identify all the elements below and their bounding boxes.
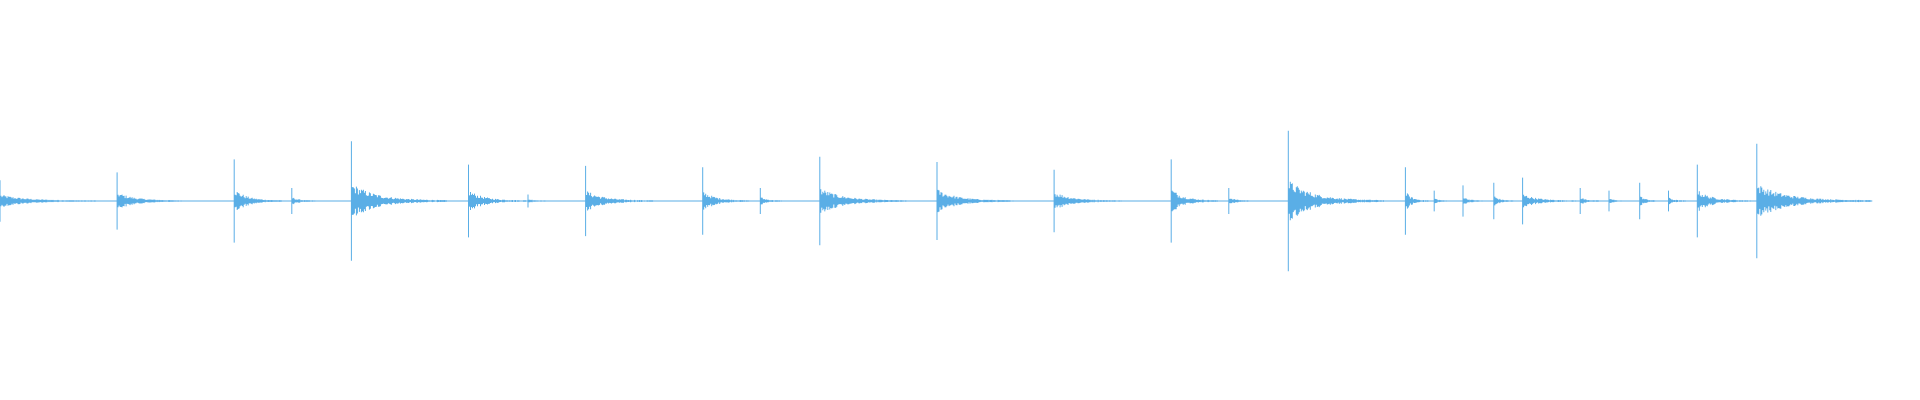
waveform-transient (350, 141, 447, 261)
waveform-transient (1228, 188, 1253, 214)
waveform-transient (1170, 159, 1219, 243)
waveform-transient (0, 180, 96, 222)
waveform-transient (1433, 190, 1448, 212)
waveform-transient (291, 188, 316, 214)
waveform-transient (1462, 185, 1483, 217)
waveform-transient (468, 164, 526, 238)
waveform-transient (759, 188, 784, 214)
waveform-transient (819, 156, 907, 246)
waveform-transient (1756, 143, 1873, 259)
waveform-transient (1493, 182, 1514, 220)
waveform-transient (1668, 190, 1688, 212)
waveform-transient (936, 162, 1014, 240)
waveform-transient (1579, 188, 1600, 214)
waveform-transient (1287, 130, 1384, 272)
waveform-transient (1639, 182, 1660, 220)
waveform-transient (116, 172, 185, 230)
waveform-transient (527, 194, 548, 208)
waveform-transient (1522, 177, 1577, 225)
waveform-transient (233, 159, 282, 243)
waveform-transient (585, 165, 654, 237)
waveform-transient (1696, 164, 1751, 238)
waveform-transient (1404, 167, 1429, 235)
waveform-transient (1608, 190, 1623, 212)
waveform-transient (1053, 169, 1122, 233)
waveform-bursts (0, 130, 1873, 272)
waveform-transient (702, 167, 751, 235)
